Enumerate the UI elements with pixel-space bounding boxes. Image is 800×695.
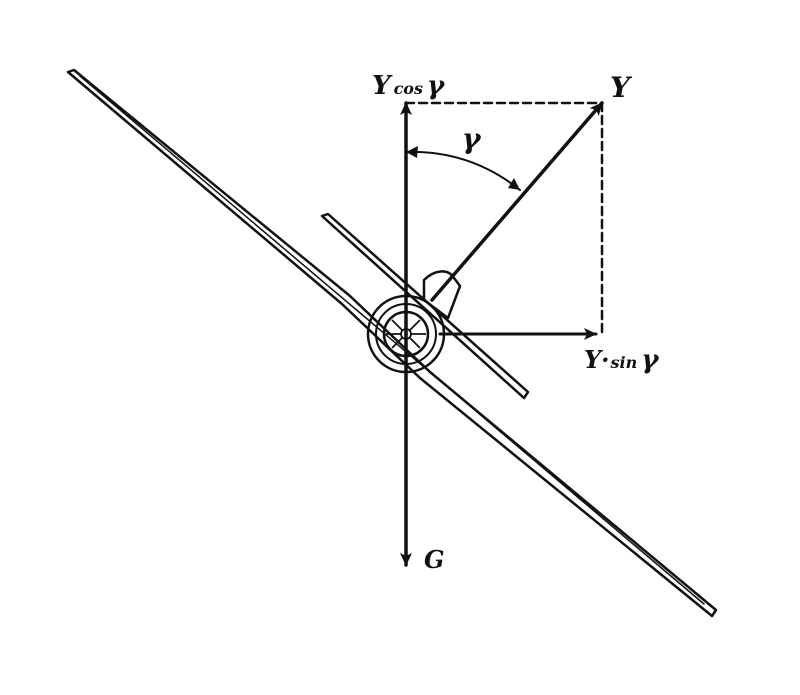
aircraft-fin xyxy=(422,270,462,320)
aircraft-tail xyxy=(320,212,530,400)
angle-arc xyxy=(405,146,521,191)
lift-label: Y xyxy=(610,71,633,104)
aircraft-wing xyxy=(66,68,718,618)
component-rectangle-dashed xyxy=(404,101,604,336)
lift-force-arrow xyxy=(430,101,604,302)
angle-label: γ xyxy=(462,122,482,155)
weight-label: G xyxy=(424,545,445,574)
